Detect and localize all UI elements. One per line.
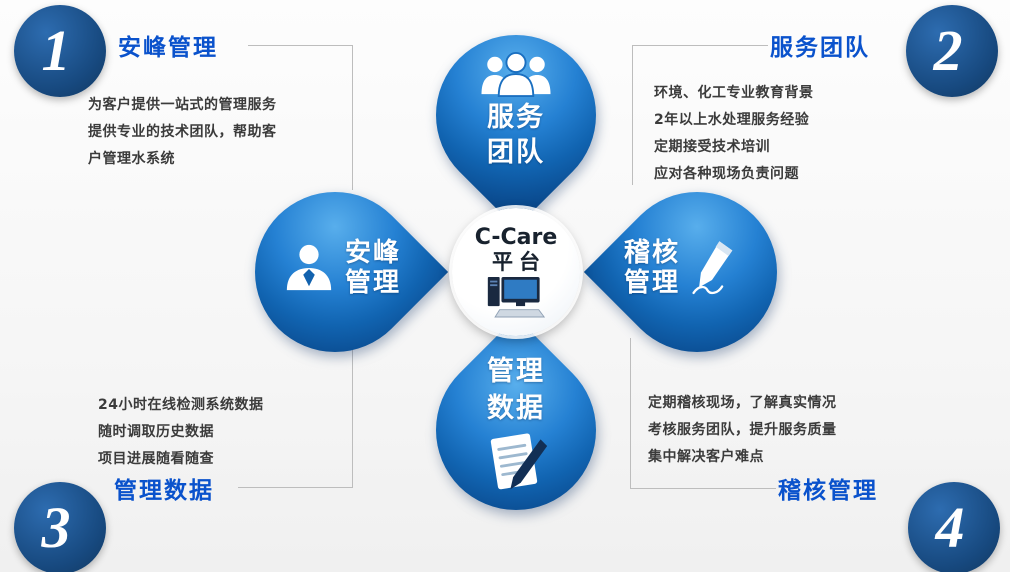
text-line: 户管理水系统 <box>88 151 175 167</box>
petal-anfeng-content: 安峰 管理 <box>283 238 428 298</box>
petal-label-anfeng-group: 安峰 管理 <box>345 238 401 298</box>
team-icon <box>481 52 551 98</box>
platform-subtitle: 平台 <box>492 249 546 274</box>
text-line: 考核服务团队，提升服务质量 <box>648 422 837 438</box>
heading-service-team: 服务团队 <box>770 35 870 61</box>
petal-label-team: 团队 <box>487 137 545 168</box>
connector-line <box>630 338 631 489</box>
text-line: 定期稽核现场，了解真实情况 <box>648 395 837 411</box>
text-line: 随时调取历史数据 <box>98 424 214 440</box>
connector-line <box>238 487 353 488</box>
text-line: 应对各种现场负责问题 <box>654 166 799 182</box>
corner-number-2: 2 <box>906 5 998 97</box>
petal-label-audit: 稽核 <box>624 238 681 268</box>
petal-label-service: 服务 <box>487 102 545 133</box>
petal-data-content: 管理 数据 <box>436 350 596 496</box>
pencil-icon <box>692 241 733 295</box>
description-anfeng-management: 为客户提供一站式的管理服务 提供专业的技术团队，帮助客 户管理水系统 <box>88 92 277 173</box>
petal-label-management2: 管理 <box>624 268 681 298</box>
text-line: 为客户提供一站式的管理服务 <box>88 97 277 113</box>
corner-number-1: 1 <box>14 5 106 97</box>
heading-audit-management: 稽核管理 <box>778 478 878 504</box>
platform-title: C-Care <box>474 224 558 250</box>
center-platform-hub: C-Care 平台 <box>452 208 580 336</box>
connector-line <box>632 45 633 185</box>
text-line: 定期接受技术培训 <box>654 139 770 155</box>
number-1-label: 1 <box>41 18 71 83</box>
petal-label-management: 管理 <box>345 268 402 298</box>
heading-management-data: 管理数据 <box>114 478 214 504</box>
connector-line <box>632 45 768 46</box>
desktop-computer-icon <box>487 276 546 317</box>
connector-line <box>630 488 776 489</box>
description-management-data: 24小时在线检测系统数据 随时调取历史数据 项目进展随看随查 <box>98 392 263 473</box>
heading-anfeng-management: 安峰管理 <box>118 35 218 61</box>
connector-line <box>352 45 353 190</box>
number-4-label: 4 <box>935 495 965 560</box>
description-service-team: 环境、化工专业教育背景 2年以上水处理服务经验 定期接受技术培训 应对各种现场负… <box>654 80 814 188</box>
number-2-label: 2 <box>933 18 963 83</box>
corner-number-3: 3 <box>14 482 106 572</box>
petal-service-team-content: 服务 团队 <box>436 52 596 168</box>
petal-label-management3: 管理 <box>487 356 545 387</box>
petal-label-data: 数据 <box>487 393 545 424</box>
petal-label-anfeng: 安峰 <box>345 238 402 268</box>
text-line: 项目进展随看随查 <box>98 451 214 467</box>
text-line: 集中解决客户难点 <box>648 449 764 465</box>
petal-label-audit-group: 稽核 管理 <box>624 238 680 298</box>
number-3-label: 3 <box>41 495 71 560</box>
connector-line <box>248 45 353 46</box>
text-line: 24小时在线检测系统数据 <box>98 397 264 413</box>
petal-audit-content: 稽核 管理 <box>624 238 759 298</box>
document-pen-icon <box>490 433 548 490</box>
description-audit-management: 定期稽核现场，了解真实情况 考核服务团队，提升服务质量 集中解决客户难点 <box>648 390 837 471</box>
text-line: 提供专业的技术团队，帮助客 <box>88 124 277 140</box>
text-line: 2年以上水处理服务经验 <box>654 112 810 128</box>
connector-line <box>352 338 353 487</box>
text-line: 环境、化工专业教育背景 <box>654 85 814 101</box>
person-icon <box>286 244 332 291</box>
corner-number-4: 4 <box>908 482 1000 572</box>
